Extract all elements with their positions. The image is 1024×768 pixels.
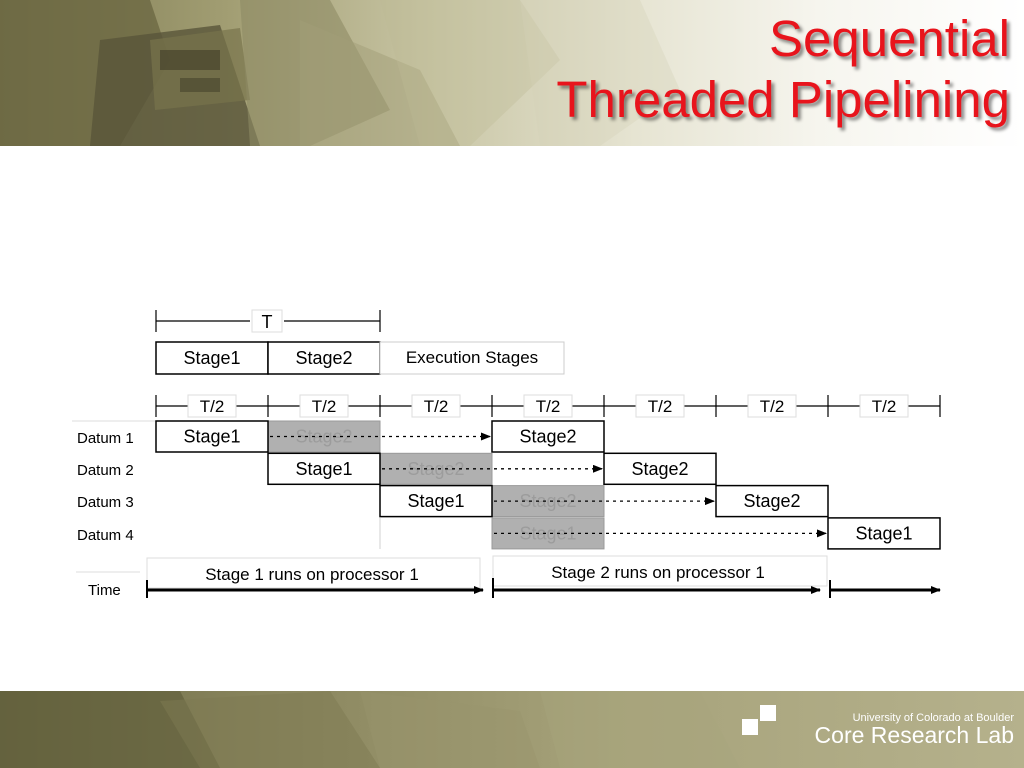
- half-period-label: T/2: [648, 397, 673, 416]
- university-name: University of Colorado at Boulder: [852, 712, 1014, 724]
- lab-logo-icon: [742, 705, 776, 735]
- datum-labels: Datum 1 Datum 2 Datum 3 Datum 4: [72, 420, 156, 544]
- datum-3-label: Datum 3: [77, 494, 134, 511]
- execution-stages-label: Execution Stages: [406, 348, 538, 367]
- half-period-label: T/2: [536, 397, 561, 416]
- active-stage-label: Stage2: [631, 459, 688, 479]
- half-period-box: [859, 394, 909, 418]
- ghost-stage-label: Stage2: [519, 491, 576, 511]
- half-period-box: [299, 394, 349, 418]
- footer-banner: University of Colorado at Boulder Core R…: [0, 691, 1024, 768]
- ghost-stage-label: Stage1: [519, 523, 576, 543]
- active-stage-label: Stage2: [519, 427, 576, 447]
- half-period-box: [187, 394, 237, 418]
- top-stage-1: Stage1: [183, 348, 240, 368]
- top-stage-2: Stage2: [295, 348, 352, 368]
- datum-1-label: Datum 1: [77, 430, 134, 447]
- active-stage-cell: [827, 517, 941, 550]
- half-period-label: T/2: [424, 397, 449, 416]
- active-stage-label: Stage1: [855, 523, 912, 543]
- title-line-1: Sequential: [768, 10, 1010, 67]
- active-stage-label: Stage1: [183, 427, 240, 447]
- active-stage-label: Stage2: [743, 491, 800, 511]
- datum-4-label: Datum 4: [77, 527, 134, 544]
- half-period-box: [747, 394, 797, 418]
- period-label: T: [262, 312, 273, 332]
- datum-2-label: Datum 2: [77, 462, 134, 479]
- building-photo: [0, 0, 680, 146]
- half-period-label: T/2: [312, 397, 337, 416]
- half-period-label: T/2: [872, 397, 897, 416]
- half-period-box: [523, 394, 573, 418]
- active-stage-cell: [267, 452, 381, 486]
- footer-photo: [0, 691, 740, 768]
- ghost-stage-label: Stage2: [407, 459, 464, 479]
- header-banner: Sequential Threaded Pipelining: [0, 0, 1024, 146]
- stage1-processor-label: Stage 1 runs on processor 1: [205, 565, 419, 584]
- lab-name: Core Research Lab: [814, 722, 1014, 748]
- half-period-box: [411, 394, 461, 418]
- title-line-2: Threaded Pipelining: [556, 71, 1010, 128]
- slide-title: Sequential Threaded Pipelining: [556, 8, 1010, 130]
- processor-timeline: Time Stage 1 runs on processor 1 Stage 2…: [76, 555, 941, 599]
- half-period-label: T/2: [200, 397, 225, 416]
- active-stage-cell: [155, 420, 269, 453]
- stage2-processor-label: Stage 2 runs on processor 1: [551, 563, 765, 582]
- half-period-timeline: T/2 T/2 T/2 T/2 T/2 T/2 T/2: [155, 394, 941, 418]
- active-stage-cell: [715, 484, 829, 518]
- half-period-label: T/2: [760, 397, 785, 416]
- active-stage-cell: [603, 452, 717, 486]
- execution-stages: Stage1 Stage2 Execution Stages: [155, 341, 565, 375]
- ghost-stage-label: Stage2: [295, 427, 352, 447]
- active-stage-cell: [491, 420, 605, 453]
- active-stage-label: Stage1: [295, 459, 352, 479]
- period-dimension: T: [155, 309, 381, 333]
- active-stage-label: Stage1: [407, 491, 464, 511]
- half-period-box: [635, 394, 685, 418]
- active-stage-cell: [379, 484, 493, 518]
- time-label: Time: [88, 582, 121, 599]
